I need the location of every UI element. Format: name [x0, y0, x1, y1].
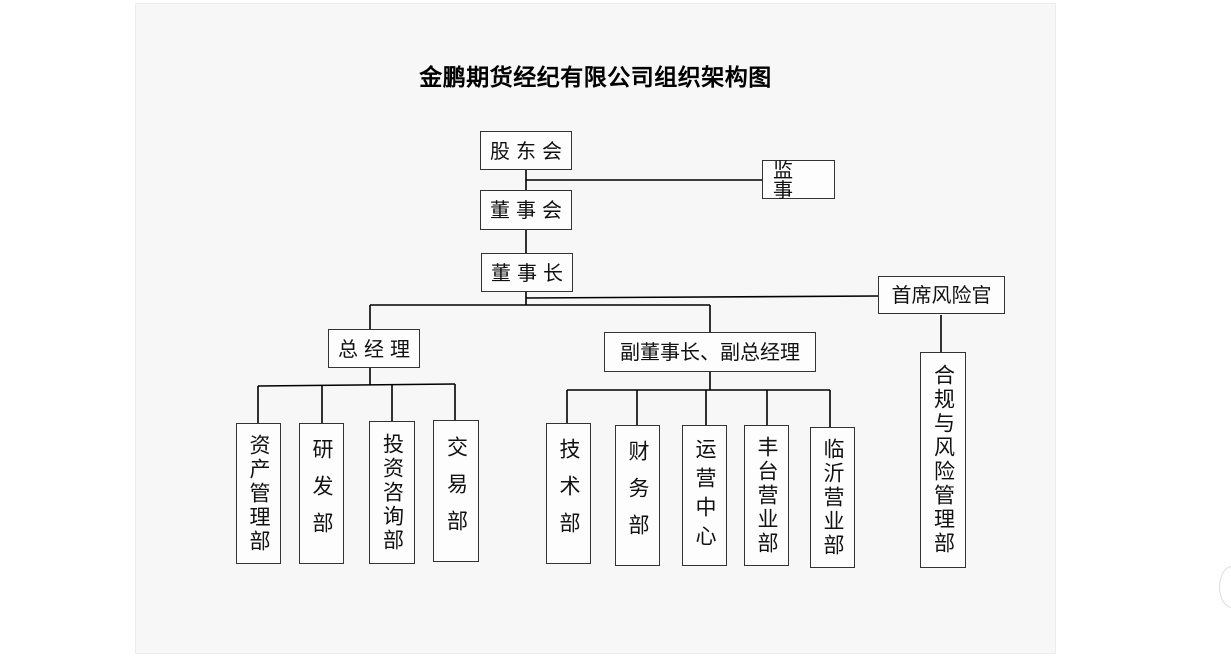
- node-operations-center: 运营中心: [682, 425, 727, 566]
- node-technology-dept-label: 技术部: [557, 438, 581, 549]
- node-asset-management-dept: 资产管理部: [236, 423, 281, 564]
- bus-gm-children: [257, 383, 456, 387]
- node-cro: 首席风险官: [878, 276, 1005, 314]
- node-shareholders: 股东会: [480, 131, 572, 170]
- node-fengtai-branch-label: 丰台营业部: [755, 435, 779, 556]
- node-supervisor: 监 事: [762, 160, 835, 200]
- node-compliance-risk-dept: 合规与风险管理部: [920, 352, 966, 568]
- node-technology-dept: 技术部: [546, 423, 591, 564]
- node-linyi-branch: 临沂营业部: [810, 427, 855, 568]
- node-chairman: 董事长: [481, 253, 573, 292]
- node-asset-management-dept-label: 资产管理部: [247, 433, 271, 554]
- diagram-canvas: [135, 3, 1056, 654]
- node-rnd-dept-label: 研发部: [310, 438, 334, 549]
- node-investment-consulting-dept: 投资咨询部: [369, 421, 415, 564]
- node-general-manager: 总经理: [328, 329, 420, 368]
- node-board: 董事会: [480, 190, 572, 230]
- node-linyi-branch-label: 临沂营业部: [821, 437, 845, 558]
- node-trading-dept-label: 交易部: [444, 435, 469, 547]
- node-operations-center-label: 运营中心: [693, 437, 717, 554]
- node-finance-dept: 财务部: [615, 425, 660, 566]
- diagram-title: 金鹏期货经纪有限公司组织架构图: [419, 65, 772, 91]
- node-finance-dept-label: 财务部: [626, 440, 650, 551]
- node-fengtai-branch: 丰台营业部: [744, 425, 789, 566]
- node-rnd-dept: 研发部: [299, 423, 344, 564]
- connector-cro: [525, 295, 879, 299]
- node-investment-consulting-dept-label: 投资咨询部: [380, 432, 405, 553]
- node-compliance-risk-dept-label: 合规与风险管理部: [931, 364, 956, 556]
- node-trading-dept: 交易部: [433, 420, 479, 562]
- node-vice-chairman-vgm: 副董事长、副总经理: [604, 332, 816, 372]
